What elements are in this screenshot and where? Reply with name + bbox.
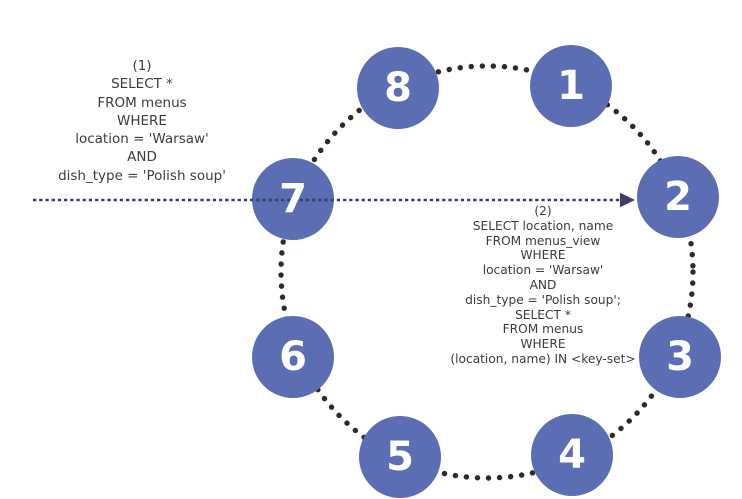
query1-block: (1) SELECT * FROM menus WHERE location =… (12, 57, 272, 185)
node-label: 3 (666, 334, 694, 380)
query1-line: FROM menus (97, 94, 187, 111)
query2-line: FROM menus (502, 322, 584, 337)
node-label: 5 (386, 434, 414, 480)
node-label: 6 (279, 334, 307, 380)
node-label: 2 (664, 174, 692, 220)
ring-node-6: 6 (252, 316, 334, 398)
node-label: 7 (279, 176, 307, 222)
ring-node-3: 3 (639, 316, 721, 398)
query2-line: WHERE (520, 337, 566, 352)
ring-node-8: 8 (357, 47, 439, 129)
node-label: 1 (557, 63, 585, 109)
query2-line: (location, name) IN <key-set> (450, 351, 636, 366)
node-label: 8 (384, 65, 412, 111)
query1-line: SELECT * (111, 76, 173, 93)
node-label: 4 (558, 432, 586, 478)
query1-line: WHERE (117, 112, 167, 129)
query1-line: AND (127, 149, 157, 166)
query2-line: FROM menus_view (485, 233, 601, 248)
ring-node-4: 4 (531, 414, 613, 496)
query2-line: AND (529, 277, 557, 292)
query2-line: WHERE (520, 248, 566, 263)
query2-line: (2) (534, 204, 552, 218)
ring-node-1: 1 (530, 45, 612, 127)
ring-node-5: 5 (359, 416, 441, 498)
query2-line: SELECT * (515, 307, 571, 322)
query2-line: dish_type = 'Polish soup'; (465, 292, 621, 307)
query1-line: location = 'Warsaw' (75, 131, 209, 148)
query2-line: location = 'Warsaw' (482, 263, 604, 278)
ring-node-2: 2 (637, 156, 719, 238)
query2-line: SELECT location, name (472, 218, 614, 233)
query1-line: dish_type = 'Polish soup' (58, 167, 226, 184)
query2-block: (2) SELECT location, name FROM menus_vie… (403, 204, 683, 367)
query1-line: (1) (132, 58, 152, 74)
